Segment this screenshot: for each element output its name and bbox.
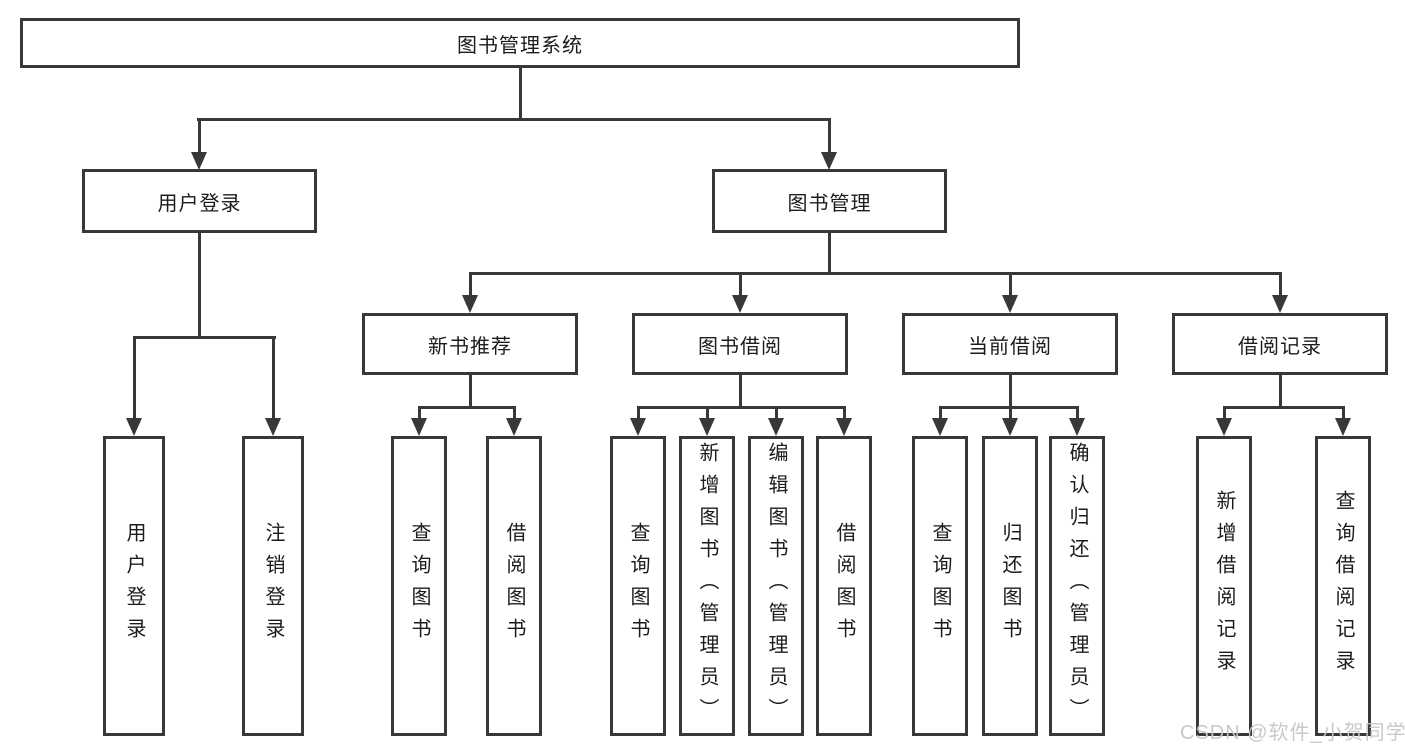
connector-sec4-stem [1279, 375, 1282, 406]
leaf-confirm-return-admin: 确认归还（管理员） [1049, 436, 1105, 736]
connector-sec2-stem [739, 375, 742, 406]
arrowhead-down-icon [126, 418, 142, 436]
node-label: 查询图书 [627, 522, 649, 650]
leaf-borrow-books-recommend: 借阅图书 [486, 436, 542, 736]
node-label: 编辑图书（管理员） [765, 442, 787, 730]
node-label: 查询图书 [929, 522, 951, 650]
connector-root-rail [197, 118, 831, 121]
connector-sec2-drop-1 [637, 406, 640, 418]
node-library-management-system: 图书管理系统 [20, 18, 1020, 68]
node-user-login-branch: 用户登录 [82, 169, 317, 233]
connector-root-drop-left [198, 118, 201, 152]
csdn-watermark: CSDN @软件_小贺同学 [1180, 722, 1405, 744]
arrowhead-down-icon [506, 418, 522, 436]
node-label: 图书管理系统 [457, 34, 583, 57]
connector-sec4-rail [1223, 406, 1345, 409]
connector-sec4-drop-1 [1223, 406, 1226, 418]
connector-book-rail [469, 272, 1282, 275]
leaf-edit-book-admin: 编辑图书（管理员） [748, 436, 804, 736]
connector-sec3-drop-1 [939, 406, 942, 418]
leaf-borrow-books-borrowing: 借阅图书 [816, 436, 872, 736]
connector-book-drop-1 [469, 272, 472, 295]
connector-sec3-stem [1009, 375, 1012, 406]
arrowhead-down-icon [932, 418, 948, 436]
connector-sec1-drop-1 [418, 406, 421, 418]
connector-sec2-drop-4 [843, 406, 846, 418]
leaf-query-books-recommend: 查询图书 [391, 436, 447, 736]
connector-sec3-drop-3 [1076, 406, 1079, 418]
leaf-add-book-admin: 新增图书（管理员） [679, 436, 735, 736]
node-label: 用户登录 [123, 522, 145, 650]
connector-root-drop-right [828, 118, 831, 152]
arrowhead-down-icon [411, 418, 427, 436]
arrowhead-down-icon [1002, 295, 1018, 313]
node-label: 注销登录 [262, 522, 284, 650]
connector-sec1-rail [418, 406, 516, 409]
connector-book-drop-2 [739, 272, 742, 295]
arrowhead-down-icon [191, 152, 207, 170]
node-label: 当前借阅 [968, 335, 1052, 358]
leaf-return-book: 归还图书 [982, 436, 1038, 736]
leaf-add-borrow-record: 新增借阅记录 [1196, 436, 1252, 736]
arrowhead-down-icon [732, 295, 748, 313]
arrowhead-down-icon [1002, 418, 1018, 436]
node-label: 借阅图书 [833, 522, 855, 650]
node-label: 归还图书 [999, 522, 1021, 650]
connector-sec1-drop-2 [513, 406, 516, 418]
connector-user-rail [133, 336, 276, 339]
leaf-logout: 注销登录 [242, 436, 304, 736]
leaf-query-borrow-record: 查询借阅记录 [1315, 436, 1371, 736]
arrowhead-down-icon [768, 418, 784, 436]
connector-user-drop-1 [133, 336, 136, 418]
connector-sec2-drop-2 [706, 406, 709, 418]
connector-book-drop-3 [1009, 272, 1012, 295]
arrowhead-down-icon [1272, 295, 1288, 313]
node-label: 图书借阅 [698, 335, 782, 358]
arrowhead-down-icon [462, 295, 478, 313]
connector-sec2-rail [637, 406, 846, 409]
node-label: 查询借阅记录 [1332, 490, 1354, 682]
node-borrowing-records: 借阅记录 [1172, 313, 1388, 375]
node-book-management-branch: 图书管理 [712, 169, 947, 233]
node-label: 新增借阅记录 [1213, 490, 1235, 682]
arrowhead-down-icon [1216, 418, 1232, 436]
connector-book-stem [828, 233, 831, 272]
arrowhead-down-icon [265, 418, 281, 436]
arrowhead-down-icon [699, 418, 715, 436]
node-book-borrowing: 图书借阅 [632, 313, 848, 375]
node-label: 确认归还（管理员） [1066, 442, 1088, 730]
node-label: 借阅记录 [1238, 335, 1322, 358]
node-new-book-recommendation: 新书推荐 [362, 313, 578, 375]
node-current-borrowing: 当前借阅 [902, 313, 1118, 375]
node-label: 新增图书（管理员） [696, 442, 718, 730]
connector-sec3-drop-2 [1009, 406, 1012, 418]
node-label: 用户登录 [157, 192, 242, 215]
arrowhead-down-icon [630, 418, 646, 436]
node-label: 查询图书 [408, 522, 430, 650]
connector-sec4-drop-2 [1342, 406, 1345, 418]
connector-sec2-drop-3 [775, 406, 778, 418]
leaf-query-books-current: 查询图书 [912, 436, 968, 736]
arrowhead-down-icon [821, 152, 837, 170]
connector-sec1-stem [469, 375, 472, 406]
node-label: 新书推荐 [428, 335, 512, 358]
leaf-query-books-borrowing: 查询图书 [610, 436, 666, 736]
node-label: 借阅图书 [503, 522, 525, 650]
arrowhead-down-icon [1069, 418, 1085, 436]
arrowhead-down-icon [836, 418, 852, 436]
connector-user-stem [198, 233, 201, 336]
arrowhead-down-icon [1335, 418, 1351, 436]
node-label: 图书管理 [787, 192, 872, 215]
leaf-user-login: 用户登录 [103, 436, 165, 736]
connector-user-drop-2 [272, 336, 275, 418]
connector-root-stem [519, 68, 522, 118]
connector-book-drop-4 [1279, 272, 1282, 295]
